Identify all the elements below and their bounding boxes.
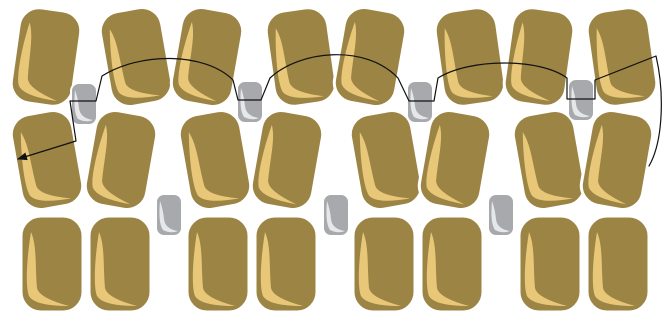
- pad-row3-5: [353, 216, 415, 312]
- pad-row3-4: [255, 216, 317, 312]
- small-pad-row1-2: [237, 81, 263, 123]
- pad-row3-7: [519, 216, 581, 312]
- small-pad-row1-3: [407, 81, 433, 123]
- pad-row3-6: [421, 216, 483, 312]
- pad-row3-8: [587, 216, 649, 312]
- small-pad-row2-2: [323, 194, 349, 236]
- pad-body: [502, 5, 577, 109]
- pad-row1-6: [433, 5, 508, 109]
- pad-row3-1: [21, 216, 83, 312]
- pad-row1-4: [264, 5, 339, 109]
- pad-row1-8: [585, 5, 660, 109]
- pad-row3-3: [187, 216, 249, 312]
- small-pad-row2-1: [156, 194, 182, 236]
- pad-row3-2: [89, 216, 151, 312]
- pad-row1-7: [502, 5, 577, 109]
- small-pad-row2-3: [488, 194, 514, 236]
- small-pad-row1-4: [568, 79, 594, 121]
- small-pad-row1-1: [71, 83, 97, 125]
